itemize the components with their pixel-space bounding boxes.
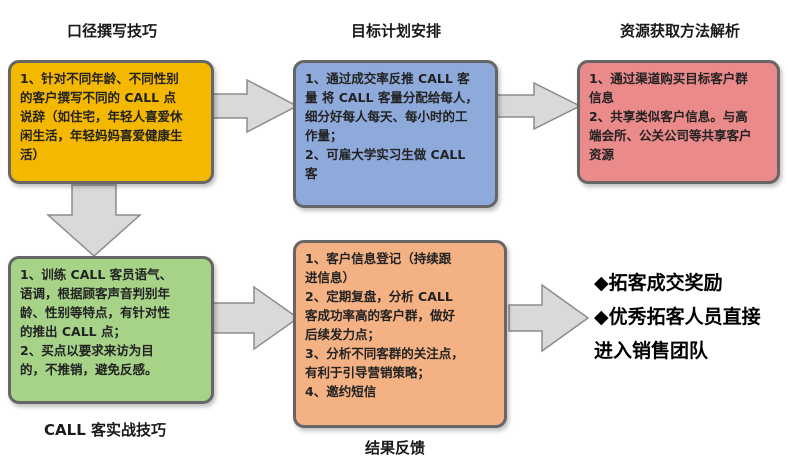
arrow-jieguo-to-outcome [508,283,590,353]
arrow-ziyuan-to-mubiao [496,81,582,131]
box-line: 1、针对不同年龄、不同性别 [20,71,179,86]
title-kouji: 口径撰写技巧 [66,22,157,40]
box-jieguo: 1、客户信息登记（持续跟进信息） 2、定期复盘，分析 CALL 客成功率高的客户群，… [293,240,507,428]
box-line: 说辞（如住宅，年轻人喜爱休 [20,109,183,124]
box-kouji: 1、针对不同年龄、不同性别的客户撰写不同的 CALL 点说辞（如住宅，年轻人喜爱… [8,60,214,184]
box-line: 2、可雇大学实习生做 CALL [305,147,466,162]
box-call: 1、训练 CALL 客员语气、语调，根据顾客声音判别年龄、性别等特点，有针对性的… [8,256,214,404]
box-line: 客成功率高的客户群，做好 [305,308,456,323]
box-line: 有利于引导营销策略； [305,365,431,380]
outcome-item: ◆拓客成交奖励 [594,272,723,294]
box-line: 3、分析不同客群的关注点， [305,346,464,361]
arrow-mubiao-to-kouji [211,78,299,134]
title-mubiao: 目标计划安排 [350,22,441,40]
box-line: 信息 [589,90,615,105]
box-line: 作量； [305,128,343,143]
box-line: 闲生活，年轻妈妈喜爱健康生 [20,128,183,143]
title-jieguo: 结果反馈 [364,439,425,457]
box-line: 量 将 CALL 客量分配给每人， [305,90,478,105]
box-line: 2、定期复盘，分析 CALL [305,289,453,304]
box-line: 客 [305,166,318,181]
arrow-call-to-jieguo [212,285,300,351]
box-ziyuan: 1、通过渠道购买目标客户群信息 2、共享类似客户信息。与高端会所、公关公司等共享客… [577,60,780,184]
box-line: 2、共享类似客户信息。与高 [589,109,748,124]
box-line: 进信息） [305,270,356,285]
box-line: 4、邀约短信 [305,384,377,399]
outcome-list: ◆拓客成交奖励 ◆优秀拓客人员直接 进入销售团队 [594,266,761,368]
outcome-item: ◆优秀拓客人员直接 [594,306,761,328]
box-line: 细分好每人每天、每小时的工 [305,109,468,124]
title-ziyuan: 资源获取方法解析 [619,22,740,40]
box-line: 的，不推销，避免反感。 [20,362,158,377]
box-line: 1、通过渠道购买目标客户群 [589,71,748,86]
box-line: 语调，根据顾客声音判别年 [20,286,171,301]
box-line: 端会所、公关公司等共享客户 [589,128,752,143]
box-line: 龄、性别等特点，有针对性 [20,305,171,320]
box-line: 2、买点以要求来访为目 [20,343,154,358]
box-line: 1、通过成交率反推 CALL 客 [305,71,470,86]
outcome-item: 进入销售团队 [594,340,709,362]
box-line: 后续发力点； [305,327,381,342]
box-line: 1、训练 CALL 客员语气、 [20,267,173,282]
title-call: CALL 客实战技巧 [44,421,166,439]
box-line: 的推出 CALL 点； [20,324,126,339]
box-line: 资源 [589,147,615,162]
box-line: 的客户撰写不同的 CALL 点 [20,90,176,105]
arrow-kouji-to-call [46,184,142,258]
box-line: 1、客户信息登记（持续跟 [305,251,452,266]
box-line: 活） [20,147,46,162]
box-mubiao: 1、通过成交率反推 CALL 客量 将 CALL 客量分配给每人， 细分好每人每天… [293,60,498,208]
